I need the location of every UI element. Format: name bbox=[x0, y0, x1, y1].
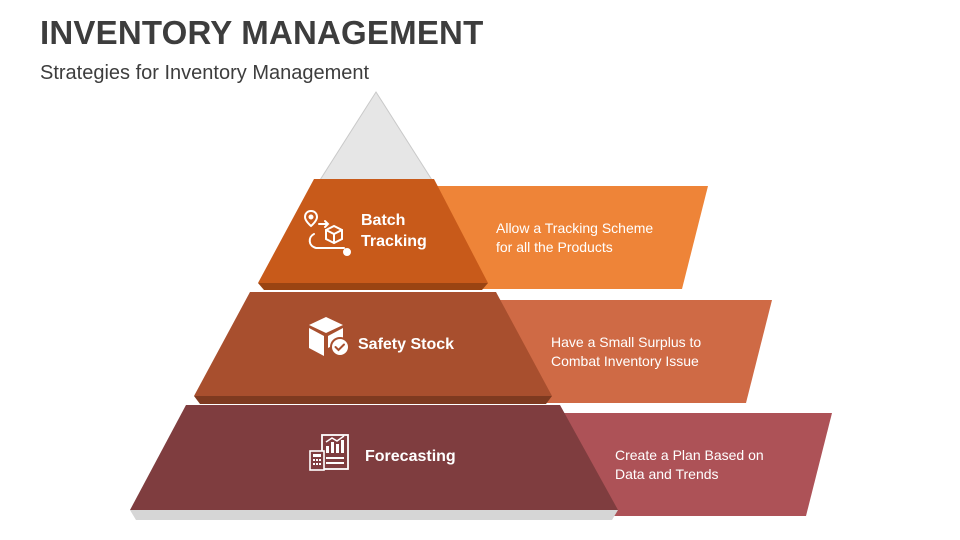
banner-safety-stock bbox=[496, 300, 772, 403]
banner-batch-tracking bbox=[432, 186, 708, 289]
batch-tracking-icon bbox=[303, 209, 351, 256]
label-batch-tracking: Batch Tracking bbox=[361, 210, 427, 252]
desc-forecasting: Create a Plan Based on Data and Trends bbox=[615, 446, 764, 484]
pyramid-base-shadow bbox=[130, 510, 618, 520]
safety-stock-icon bbox=[309, 317, 350, 357]
desc-safety-stock-line2: Combat Inventory Issue bbox=[551, 353, 699, 369]
forecasting-icon bbox=[309, 434, 349, 471]
desc-forecasting-line2: Data and Trends bbox=[615, 466, 719, 482]
desc-batch-tracking-line1: Allow a Tracking Scheme bbox=[496, 220, 654, 236]
pyramid-level-batch-tracking bbox=[258, 179, 488, 283]
desc-forecasting-line1: Create a Plan Based on bbox=[615, 447, 764, 463]
pyramid-shadow-top bbox=[258, 283, 488, 290]
desc-batch-tracking-line2: for all the Products bbox=[496, 239, 613, 255]
pyramid-level-forecasting bbox=[130, 405, 618, 510]
label-safety-stock: Safety Stock bbox=[358, 336, 455, 353]
pyramid-shadow-mid bbox=[194, 396, 552, 404]
pyramid-apex bbox=[319, 91, 433, 181]
page-subtitle: Strategies for Inventory Management bbox=[40, 62, 370, 84]
desc-safety-stock: Have a Small Surplus to Combat Inventory… bbox=[551, 333, 701, 371]
pyramid-level-safety-stock bbox=[194, 292, 552, 396]
page-title: INVENTORY MANAGEMENT bbox=[40, 14, 484, 51]
label-forecasting: Forecasting bbox=[365, 448, 456, 465]
desc-safety-stock-line1: Have a Small Surplus to bbox=[551, 334, 702, 350]
label-batch-tracking-line2: Tracking bbox=[361, 233, 427, 250]
label-batch-tracking-line1: Batch bbox=[361, 212, 406, 229]
desc-batch-tracking: Allow a Tracking Scheme for all the Prod… bbox=[496, 219, 653, 257]
banner-forecasting bbox=[560, 413, 832, 516]
